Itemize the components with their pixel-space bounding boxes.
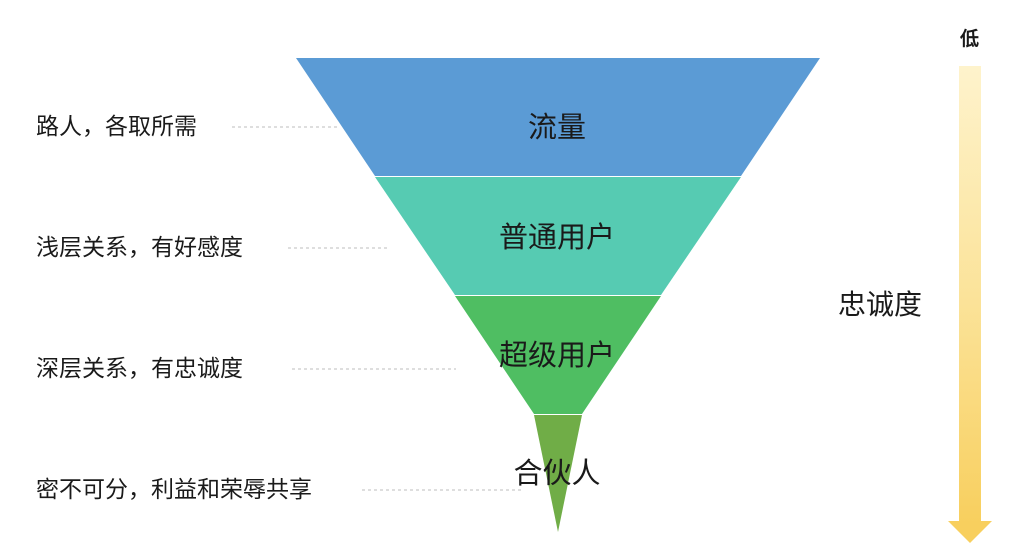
funnel-level-traffic: [296, 58, 820, 176]
funnel-level-super-users: [455, 296, 661, 414]
funnel-label-regular-users: 普通用户: [499, 220, 615, 254]
funnel-label-partners: 合伙人: [513, 456, 600, 490]
description-traffic: 路人，各取所需: [36, 114, 197, 140]
description-partners: 密不可分，利益和荣辱共享: [36, 477, 312, 503]
axis-low-label: 低: [960, 28, 980, 50]
funnel-level-regular-users: [375, 177, 741, 295]
description-regular-users: 浅层关系，有好感度: [36, 235, 243, 261]
funnel-level-partners: [534, 415, 582, 532]
axis-title-loyalty: 忠诚度: [838, 288, 923, 321]
loyalty-arrow: [948, 66, 992, 543]
funnel-label-super-users: 超级用户: [499, 338, 615, 372]
description-super-users: 深层关系，有忠诚度: [36, 356, 243, 382]
funnel-label-traffic: 流量: [528, 110, 586, 144]
